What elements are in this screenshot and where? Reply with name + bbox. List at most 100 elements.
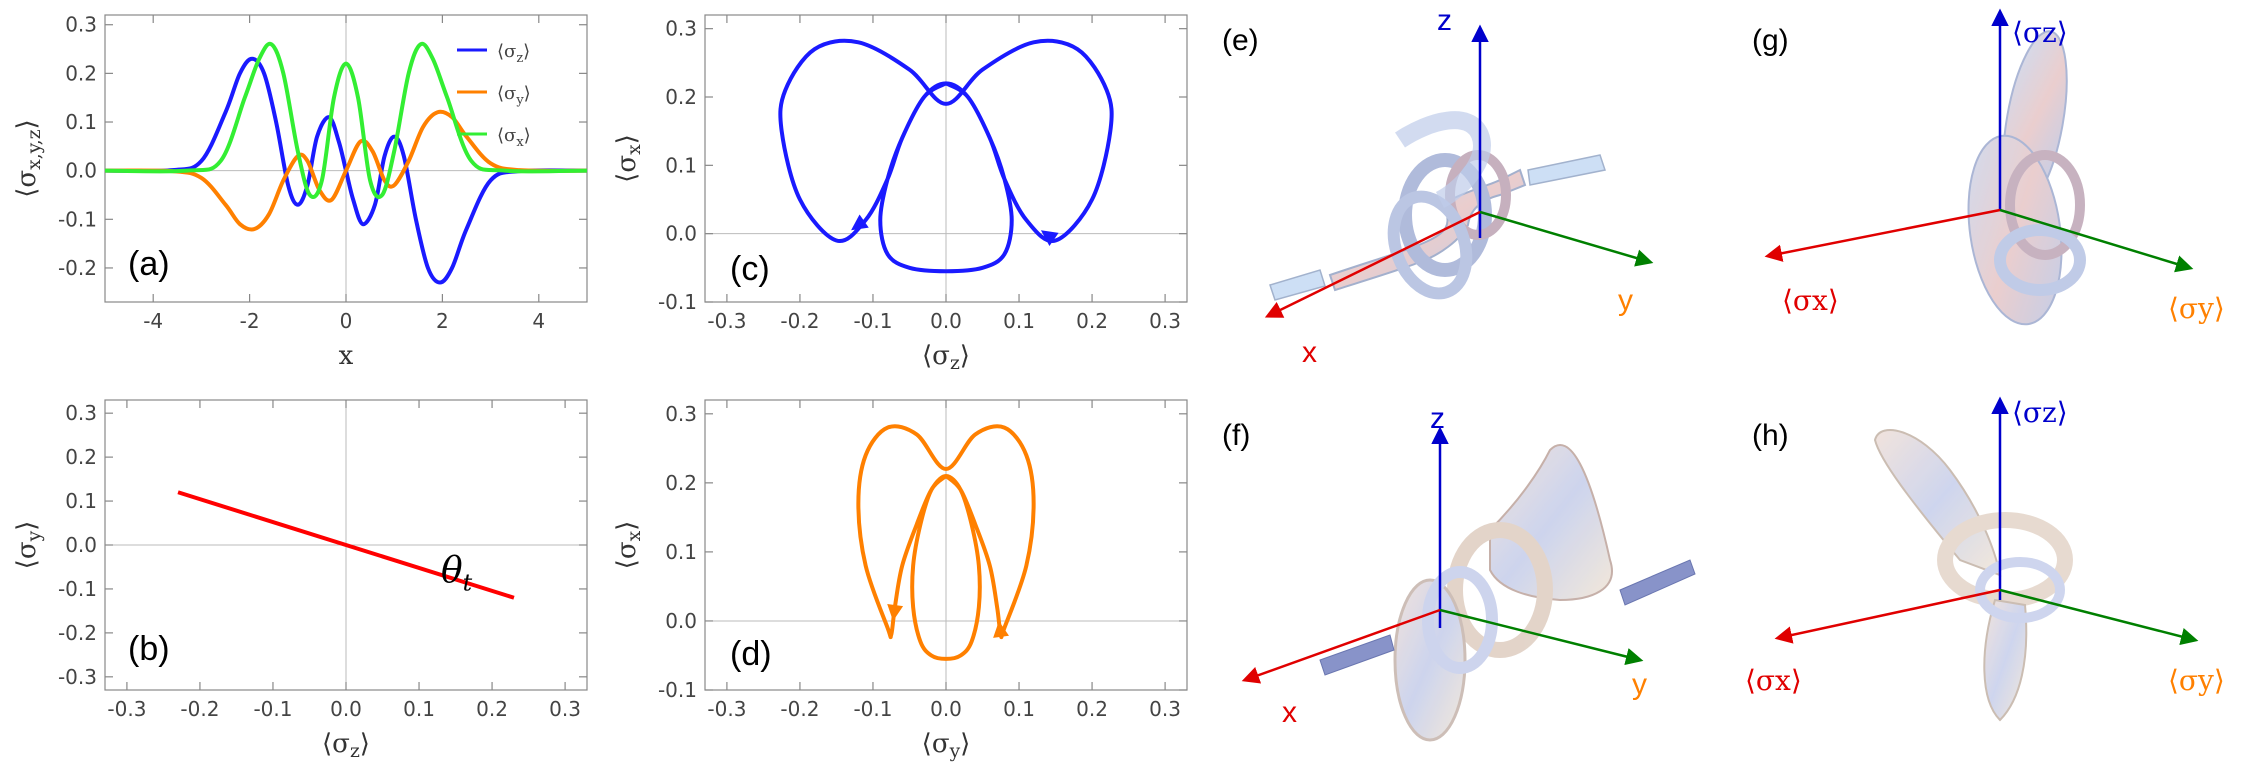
theta-annotation: θt xyxy=(441,550,473,596)
y-tick-label: 0.3 xyxy=(665,17,697,41)
series-line-0 xyxy=(177,490,515,600)
panel-label: (b) xyxy=(128,630,170,668)
y-tick-label: 0.1 xyxy=(665,153,697,177)
y-tick-label: 0.3 xyxy=(65,13,97,37)
series-line-0 xyxy=(856,424,1036,661)
x-tick-label: -0.2 xyxy=(180,697,219,721)
panel-e-x-axis xyxy=(1264,210,1481,318)
x-tick-label: -0.2 xyxy=(780,309,819,333)
panel-g-surface xyxy=(1967,30,2086,326)
panel-h-x-label: ⟨σx⟩ xyxy=(1745,664,1802,697)
y-tick-label: 0.0 xyxy=(65,159,97,183)
panel-f-surface xyxy=(1319,444,1696,742)
x-axis-label: ⟨σz⟩ xyxy=(922,341,970,374)
direction-arrow xyxy=(887,604,904,621)
x-tick-label: 0.2 xyxy=(1076,697,1108,721)
panel-e-label: (e) xyxy=(1222,24,1259,57)
panel-label: (a) xyxy=(128,245,170,283)
x-axis-label: ⟨σz⟩ xyxy=(322,729,370,762)
y-tick-label: 0.0 xyxy=(665,609,697,633)
y-tick-label: -0.1 xyxy=(58,207,97,231)
panel-f-3d: (f) z x y xyxy=(1222,402,1696,742)
y-tick-label: 0.3 xyxy=(665,402,697,426)
panel-g-z-label: ⟨σz⟩ xyxy=(2012,16,2068,49)
legend-entry: ⟨σz⟩ xyxy=(497,41,530,66)
panel-g-label: (g) xyxy=(1752,24,1789,57)
x-axis-label: x xyxy=(339,341,354,371)
panel-label: (d) xyxy=(730,635,772,673)
series-line-0 xyxy=(778,38,1114,274)
x-tick-label: 0.0 xyxy=(330,697,362,721)
y-tick-label: 0.1 xyxy=(65,110,97,134)
panel-e-z-label: z xyxy=(1437,4,1452,37)
x-tick-label: 0.3 xyxy=(1149,309,1181,333)
y-axis-label: ⟨σx⟩ xyxy=(612,521,645,570)
x-tick-label: 0.3 xyxy=(1149,697,1181,721)
panel-c-plot: -0.3 -0.2 -0.1 0.0 0.1 0.2 0.3 -0.1 0.0 0.1 0.2 0.3… xyxy=(612,14,1188,374)
panel-e-surface xyxy=(1269,111,1606,301)
y-tick-label: 0.2 xyxy=(665,85,697,109)
x-tick-label: -0.1 xyxy=(253,697,292,721)
y-tick-label: 0.0 xyxy=(665,222,697,246)
direction-arrow xyxy=(851,214,869,231)
y-tick-label: 0.2 xyxy=(65,445,97,469)
panel-e-y-axis xyxy=(1479,210,1654,267)
x-tick-label: 0.0 xyxy=(930,309,962,333)
direction-arrow xyxy=(993,620,1009,638)
x-tick-label: 2 xyxy=(436,309,449,333)
panel-g-3d: (g) ⟨σz⟩ ⟨σx⟩ ⟨σy⟩ xyxy=(1752,8,2225,326)
x-tick-label: -0.3 xyxy=(107,697,146,721)
panel-h-surface xyxy=(1873,429,2073,722)
x-tick-label: -0.3 xyxy=(707,309,746,333)
x-axis-label: ⟨σy⟩ xyxy=(922,729,971,762)
x-tick-label: -2 xyxy=(240,309,260,333)
x-tick-label: 0.1 xyxy=(403,697,435,721)
panel-e-3d: (e) z x y xyxy=(1222,4,1654,369)
y-tick-label: 0.0 xyxy=(65,533,97,557)
y-tick-label: 0.1 xyxy=(665,540,697,564)
y-tick-label: -0.2 xyxy=(58,256,97,280)
x-tick-label: 0.2 xyxy=(1076,309,1108,333)
direction-arrow xyxy=(1040,230,1059,246)
y-axis-label: ⟨σx⟩ xyxy=(612,134,645,183)
y-tick-label: 0.2 xyxy=(665,471,697,495)
x-tick-label: -0.2 xyxy=(780,697,819,721)
x-tick-label: 0.1 xyxy=(1003,309,1035,333)
x-tick-label: 0.0 xyxy=(930,697,962,721)
x-tick-label: -0.1 xyxy=(853,309,892,333)
y-axis-label: ⟨σx,y,z⟩ xyxy=(12,119,45,197)
x-tick-label: 0 xyxy=(340,309,353,333)
panel-f-x-axis xyxy=(1241,608,1441,684)
panel-label: (c) xyxy=(730,250,770,288)
panel-e-x-label: x xyxy=(1302,336,1317,369)
legend-entry: ⟨σy⟩ xyxy=(497,83,531,108)
panel-f-z-label: z xyxy=(1430,402,1445,435)
series-line-2 xyxy=(104,41,588,200)
y-tick-label: -0.1 xyxy=(658,290,697,314)
panel-h-z-label: ⟨σz⟩ xyxy=(2012,396,2068,429)
panel-h-y-label: ⟨σy⟩ xyxy=(2168,664,2225,697)
x-tick-label: -0.1 xyxy=(853,697,892,721)
panel-e-y-label: y xyxy=(1618,284,1633,317)
y-tick-label: -0.3 xyxy=(58,665,97,689)
panel-h-3d: (h) ⟨σz⟩ ⟨σx⟩ ⟨σy⟩ xyxy=(1745,396,2225,722)
y-tick-label: -0.2 xyxy=(58,621,97,645)
panel-g-y-label: ⟨σy⟩ xyxy=(2168,292,2225,325)
x-tick-label: -0.3 xyxy=(707,697,746,721)
panel-f-y-axis xyxy=(1439,608,1644,666)
y-axis-label: ⟨σy⟩ xyxy=(12,521,45,570)
x-tick-label: 0.3 xyxy=(549,697,581,721)
legend-entry: ⟨σx⟩ xyxy=(497,125,531,150)
x-tick-label: 0.2 xyxy=(476,697,508,721)
y-tick-label: 0.3 xyxy=(65,401,97,425)
panel-h-label: (h) xyxy=(1752,419,1789,452)
panel-f-label: (f) xyxy=(1222,419,1250,452)
panel-h-x-axis xyxy=(1774,588,2001,644)
panel-f-y-label: y xyxy=(1632,668,1647,701)
y-tick-label: 0.1 xyxy=(65,489,97,513)
panel-h-y-axis xyxy=(1999,588,2199,645)
